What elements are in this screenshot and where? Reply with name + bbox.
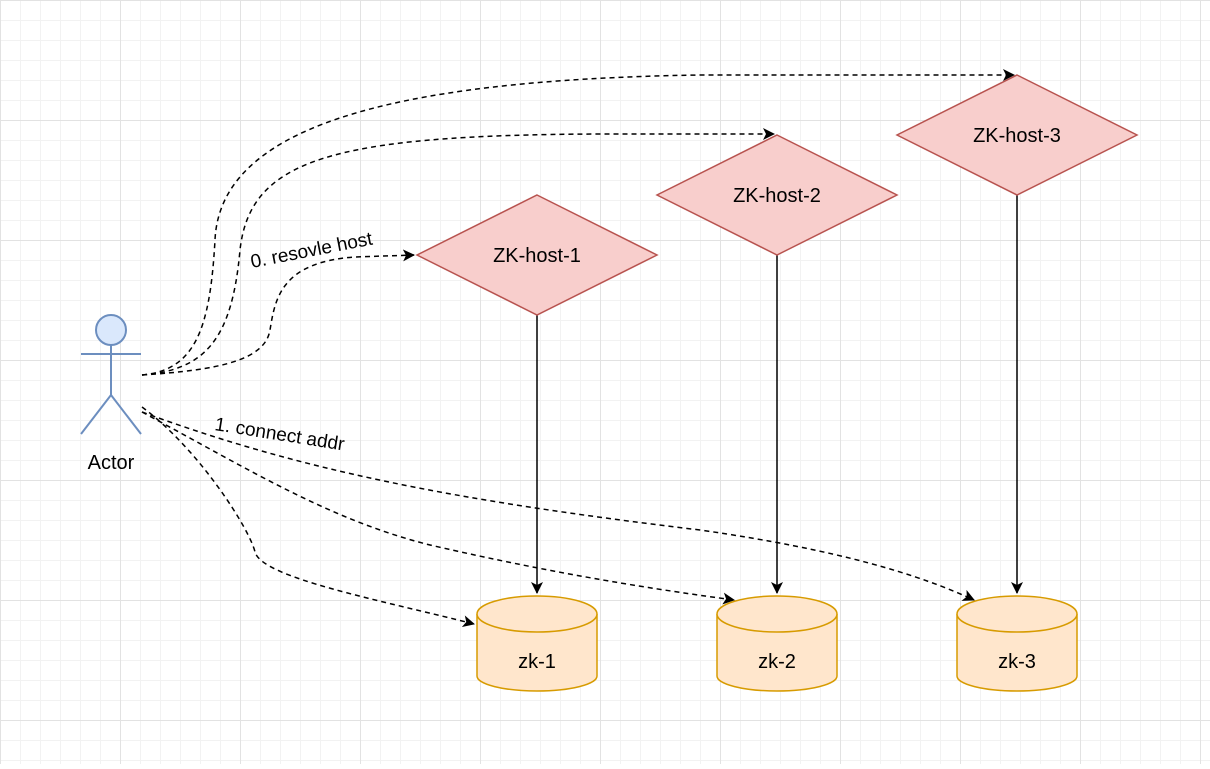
db-node-2[interactable]: zk-2 xyxy=(716,595,838,692)
host-node-1[interactable]: ZK-host-1 xyxy=(415,194,659,316)
resolve-edge-label: 0. resovle host xyxy=(249,229,375,273)
edge-actor-to-host1[interactable] xyxy=(141,249,415,376)
host-node-3[interactable]: ZK-host-3 xyxy=(895,74,1139,196)
db-label: zk-2 xyxy=(758,651,796,673)
db-label: zk-3 xyxy=(998,651,1036,673)
cylinder-database-icon xyxy=(476,595,598,692)
resolve-edges xyxy=(141,69,1015,376)
host-to-db-edges xyxy=(531,195,1023,594)
edge-actor-to-host2[interactable] xyxy=(141,128,775,376)
connect-edges xyxy=(141,406,975,628)
host-label: ZK-host-1 xyxy=(493,245,581,267)
edge-actor-to-zk1[interactable] xyxy=(141,406,475,628)
actor-label: Actor xyxy=(88,452,135,474)
host-label: ZK-host-2 xyxy=(733,185,821,207)
edge-actor-to-zk3[interactable] xyxy=(141,411,975,601)
diamond-shape xyxy=(415,194,659,316)
db-node-3[interactable]: zk-3 xyxy=(956,595,1078,692)
host-label: ZK-host-3 xyxy=(973,125,1061,147)
host-node-2[interactable]: ZK-host-2 xyxy=(655,134,899,256)
actor[interactable]: Actor xyxy=(80,314,142,474)
diamond-shape xyxy=(895,74,1139,196)
diamond-shape xyxy=(655,134,899,256)
connect-edge-label: 1. connect addr xyxy=(213,414,346,455)
cylinder-database-icon xyxy=(716,595,838,692)
edge-actor-to-zk2[interactable] xyxy=(141,411,735,605)
cylinder-database-icon xyxy=(956,595,1078,692)
db-label: zk-1 xyxy=(518,651,556,673)
db-node-1[interactable]: zk-1 xyxy=(476,595,598,692)
stick-figure-actor-icon xyxy=(80,314,142,435)
